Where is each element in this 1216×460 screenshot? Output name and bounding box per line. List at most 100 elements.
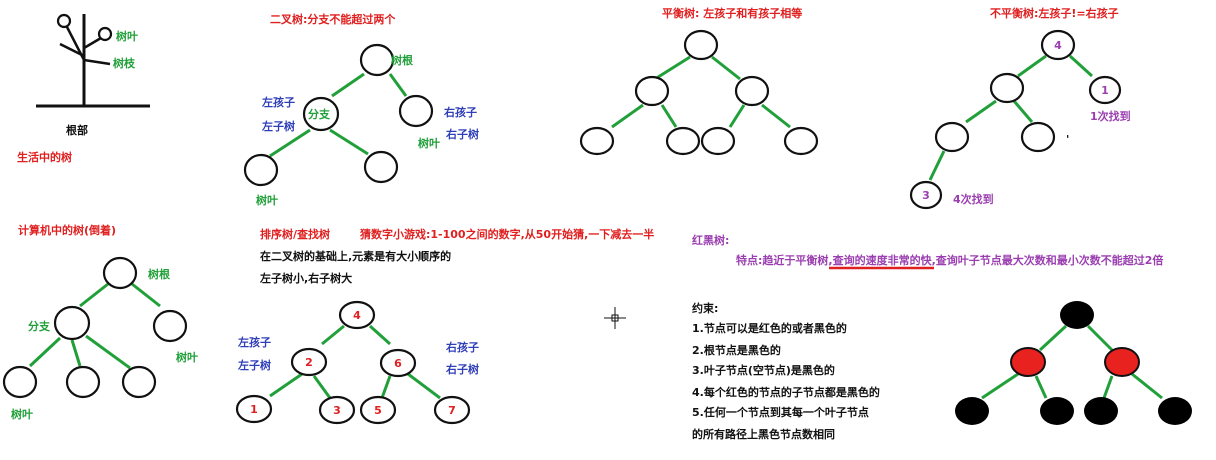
tree-node	[1040, 29, 1076, 61]
edge	[654, 55, 691, 81]
node-value: 1	[1101, 84, 1109, 97]
tree-node	[121, 365, 157, 399]
left-child-label: 左孩子	[261, 95, 295, 109]
branch-label: 分支	[28, 319, 51, 333]
edge	[312, 375, 332, 399]
node-value: 2	[305, 356, 313, 369]
constraint-item: 的所有路径上黑色节点数相同	[692, 427, 835, 441]
right-child-label: 右孩子	[443, 105, 477, 119]
deep-found-label: 4次找到	[953, 192, 994, 206]
tree-node	[290, 347, 328, 377]
node-value: 3	[922, 189, 930, 202]
edge	[981, 372, 1019, 400]
edge	[1017, 54, 1047, 78]
tree-node	[102, 256, 138, 290]
unbalanced-tree: 不平衡树:左孩子!=右孩子 4 1 3 1次找到 4次找到 '	[909, 6, 1131, 210]
left-branch	[59, 42, 85, 58]
tree-node	[243, 153, 279, 187]
edge	[1068, 54, 1094, 78]
edge	[728, 104, 746, 128]
red-black-tree: 红黑树: 特点:趋近于平衡树,查询的速度非常的快,查询叶子节点最大次数和最小次数…	[692, 233, 1192, 441]
edge	[1086, 324, 1114, 352]
tree-node	[734, 75, 770, 107]
edge	[660, 104, 678, 128]
edge	[79, 282, 109, 308]
edge	[380, 375, 392, 399]
leaf-label-left: 树叶	[11, 407, 33, 421]
right-subtree-label: 右子树	[445, 362, 479, 376]
branch-node-label: 分支	[308, 107, 331, 121]
tree-node	[302, 96, 340, 132]
tree-node	[989, 72, 1025, 104]
leaf-label: 树叶	[116, 29, 138, 43]
constraint-item: 3.叶子节点(空节点)是黑色的	[692, 363, 835, 377]
tree-node	[53, 305, 91, 341]
tree-node	[338, 300, 376, 330]
edge	[388, 73, 408, 97]
sorted-tree: 排序树/查找树 猜数字小游戏:1-100之间的数字,从50开始猜,一下减去一半 …	[235, 227, 654, 425]
edge	[761, 103, 791, 129]
life-tree: 树叶 树枝 根部 生活中的树	[17, 13, 150, 164]
root-label: 树根	[391, 53, 414, 67]
tree-node	[665, 126, 701, 156]
sorted-tree-line-2: 左子树小,右子树大	[259, 271, 352, 285]
leaf-label-right: 树叶	[176, 350, 198, 364]
node-value: 1	[250, 403, 258, 416]
leaf-label-left: 树叶	[256, 193, 278, 207]
edge	[329, 128, 369, 156]
tree-node	[579, 126, 615, 156]
node-value: 7	[448, 404, 456, 417]
branch-label: 树枝	[113, 56, 136, 70]
edge	[611, 103, 644, 129]
edge	[1012, 100, 1034, 123]
edge	[1034, 375, 1048, 399]
tree-node	[783, 126, 819, 156]
constraint-item: 5.任何一个节点到其每一个叶子节点	[692, 405, 869, 419]
edge	[85, 334, 131, 370]
feature-text: 特点:趋近于平衡树,查询的速度非常的快,查询叶子节点最大次数和最小次数不能超过2…	[736, 253, 1163, 267]
tree-node	[2, 365, 38, 399]
edge	[321, 324, 345, 346]
feature-suffix: ,查询叶子节点最大次数和最小次数不能超过2倍	[932, 253, 1164, 267]
binary-tree-title: 二叉树:分支不能超过两个	[270, 12, 396, 26]
binary-tree: 二叉树:分支不能超过两个 树根 分支 左孩子 左子树 右孩子 右子树 树叶 树叶	[243, 12, 479, 207]
red-node	[1010, 347, 1046, 377]
red-node	[1104, 347, 1140, 377]
tree-node	[359, 43, 395, 77]
tree-node	[909, 180, 943, 210]
edge	[70, 339, 82, 367]
tree-node	[1088, 75, 1122, 105]
tree-node	[700, 126, 736, 156]
right-branch	[83, 58, 111, 66]
balanced-tree-title: 平衡树: 左孩子和有孩子相等	[662, 6, 802, 20]
root-label: 根部	[66, 123, 88, 137]
edge	[965, 99, 997, 124]
edge	[407, 372, 441, 400]
sorted-tree-title: 排序树/查找树	[260, 227, 330, 241]
life-tree-caption: 生活中的树	[17, 150, 72, 164]
tree-node	[379, 348, 417, 378]
computer-tree: 计算机中的树(倒着) 树根 分支 树叶 树叶	[2, 223, 198, 421]
node-value: 4	[1054, 39, 1062, 52]
tree-node	[359, 395, 397, 425]
tree-node	[433, 395, 471, 425]
node-value: 4	[353, 309, 361, 322]
right-subtree-label: 右子树	[445, 127, 479, 141]
edge	[1102, 375, 1114, 399]
balanced-tree: 平衡树: 左孩子和有孩子相等	[579, 6, 819, 156]
edge	[1131, 372, 1163, 400]
edge	[368, 324, 392, 346]
constraint-item: 4.每个红色的节点的子节点都是黑色的	[692, 385, 880, 399]
black-node	[1084, 397, 1118, 425]
guess-game-text: 猜数字小游戏:1-100之间的数字,从50开始猜,一下减去一半	[359, 227, 654, 241]
node-value: 6	[394, 357, 402, 370]
right-twig	[83, 36, 102, 50]
crosshair-cursor-icon	[604, 307, 626, 329]
black-node	[955, 397, 989, 425]
constraint-item: 1.节点可以是红色的或者黑色的	[692, 321, 847, 335]
edge	[331, 72, 365, 98]
edge	[269, 372, 303, 398]
edge	[1038, 324, 1068, 352]
root-label: 树根	[148, 267, 171, 281]
